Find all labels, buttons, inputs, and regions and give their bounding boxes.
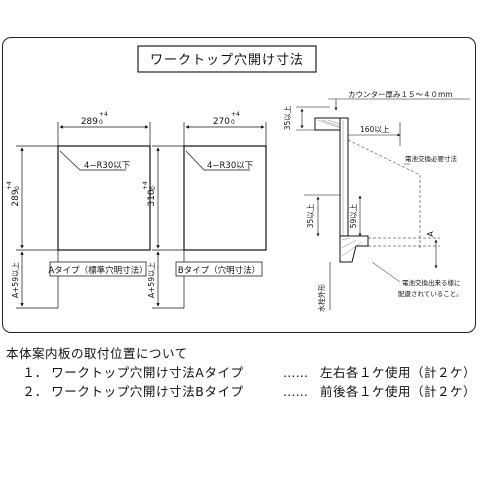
depth-label: 160以上 — [360, 125, 390, 134]
type-a-corner-leader — [59, 150, 81, 171]
type-b-cutout: 270 +4 0 4−R30以下 310 +4 0 A+59以上 Bタイプ（穴明… — [142, 111, 267, 309]
notes-item-dots: …… — [282, 365, 308, 380]
type-a-outline — [57, 145, 151, 251]
type-b-corner-label: 4−R30以下 — [207, 161, 254, 171]
type-a-caption-box — [49, 261, 147, 277]
counter-thickness-label: カウンター厚み１５〜４０mm — [348, 90, 453, 99]
type-b-height-tol-lower: 0 — [150, 186, 157, 190]
type-b-width: 270 — [213, 117, 230, 127]
type-a-caption: Aタイプ（標準穴明寸法） — [48, 265, 147, 276]
notes-item-number: １． — [22, 365, 48, 380]
type-b-height-tol-upper: +4 — [142, 181, 149, 190]
battery-note-line2: 配慮されていること。 — [398, 289, 463, 298]
type-a-height: 289 — [11, 189, 21, 206]
type-b-caption: Bタイプ（穴明寸法） — [178, 265, 260, 276]
diagram-frame — [2, 37, 476, 333]
battery-space-note: 電池交換必要寸法 — [405, 154, 458, 163]
notes-item-dots: …… — [282, 384, 308, 399]
height-clearance-label: 59以上 — [349, 203, 358, 228]
title-box — [137, 45, 317, 73]
notes-item-usage: 左右各１ケ使用（計２ケ） — [319, 365, 476, 380]
appliance-wall — [339, 117, 349, 249]
type-a-cutout: 289 +4 0 4−R30以下 289 +4 0 A+59以上 Aタイプ（標準… — [6, 111, 151, 309]
type-a-width-tol-lower: 0 — [99, 119, 103, 126]
type-a-corner-label: 4−R30以下 — [84, 161, 131, 171]
faucet-outline-label: 水栓外形 — [317, 284, 326, 312]
notes-item-text: ワークトップ穴開け寸法Bタイプ — [51, 384, 244, 399]
section-view: カウンター厚み１５〜４０mm 35以上 160以上 電池交換必要寸法 — [283, 90, 470, 312]
dimension-a-label: A — [426, 231, 435, 237]
type-a-width-tol-upper: +4 — [99, 111, 108, 118]
type-b-corner-leader — [185, 150, 205, 171]
notes-heading: 本体案内板の取付位置について — [6, 346, 188, 361]
type-a-width: 289 — [81, 117, 98, 127]
notes-item-usage: 前後各１ケ使用（計２ケ） — [319, 384, 476, 399]
notes-item-2: ２． ワークトップ穴開け寸法Bタイプ …… 前後各１ケ使用（計２ケ） — [6, 382, 476, 401]
type-b-height: 310 — [147, 189, 157, 206]
notes-item-number: ２． — [22, 384, 48, 399]
battery-note-line1: 電池交換出来る様に — [402, 278, 461, 287]
top-clearance-label: 35以上 — [283, 105, 292, 130]
type-b-outline — [183, 145, 267, 251]
notes-item-text: ワークトップ穴開け寸法Aタイプ — [51, 365, 244, 380]
base-bracket — [339, 235, 369, 263]
type-b-caption-box — [175, 261, 263, 277]
notes-item-1: １． ワークトップ穴開け寸法Aタイプ …… 左右各１ケ使用（計２ケ） — [6, 363, 476, 382]
type-a-height-tol-lower: 0 — [14, 186, 21, 190]
diagram-title: ワークトップ穴開け寸法 — [150, 53, 304, 68]
type-a-edge-offset: A+59以上 — [11, 262, 20, 298]
type-a-height-tol-upper: +4 — [6, 181, 13, 190]
type-b-edge-offset: A+59以上 — [147, 262, 156, 298]
mounting-notes: 本体案内板の取付位置について １． ワークトップ穴開け寸法Aタイプ …… 左右各… — [6, 344, 476, 401]
type-b-width-tol-lower: 0 — [231, 119, 235, 126]
left-clearance-label: 35以上 — [306, 203, 315, 228]
type-b-width-tol-upper: +4 — [231, 111, 240, 118]
